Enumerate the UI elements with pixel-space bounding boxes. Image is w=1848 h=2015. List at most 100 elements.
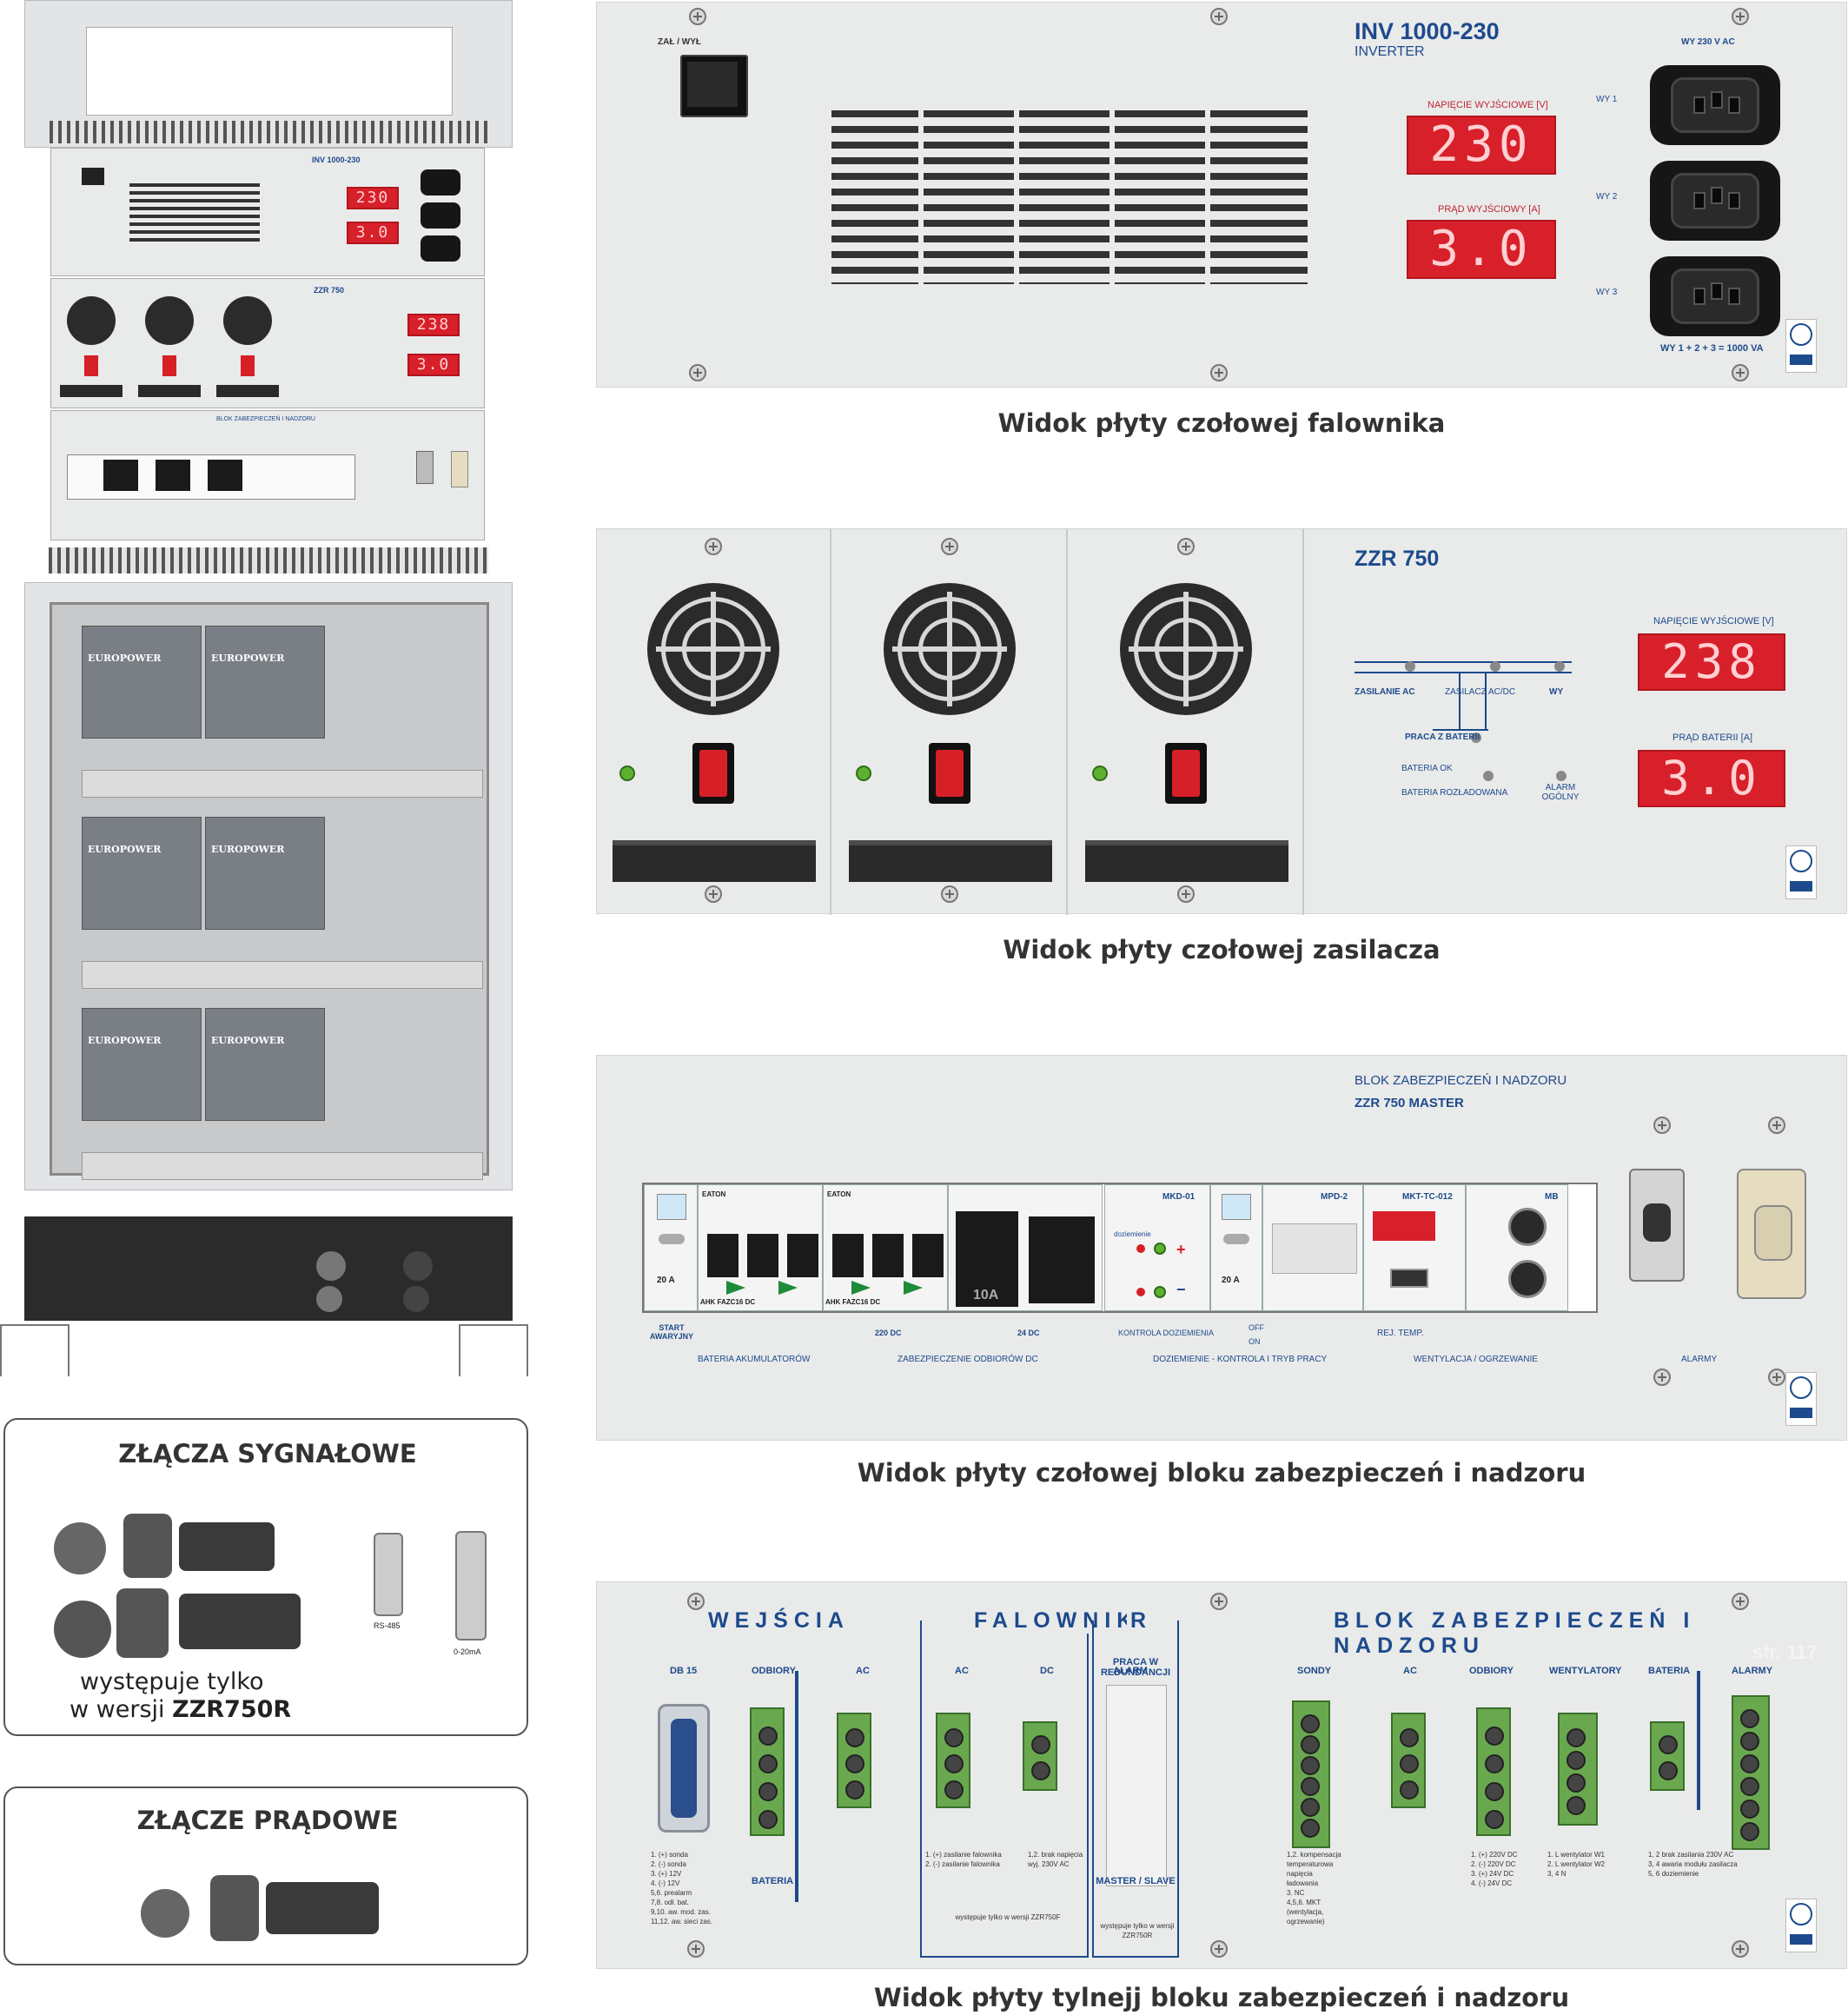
ma-label: 0-20mA: [454, 1647, 481, 1656]
terminal-ac[interactable]: [837, 1713, 871, 1808]
output-socket-2[interactable]: [1650, 161, 1780, 241]
psu-panel: ZZR 750 NAPIĘCIE WYJŚCIOWE [V] 238 PRĄD …: [596, 528, 1847, 915]
output-socket-3[interactable]: [1650, 256, 1780, 336]
dc220-label: 220 DC: [875, 1329, 902, 1337]
output-socket-1[interactable]: [1650, 65, 1780, 145]
col-odbiory: ODBIORY: [752, 1666, 796, 1676]
cabinet-base: [24, 1216, 513, 1321]
version-note-2: w wersji ZZR750R: [70, 1696, 292, 1723]
col-db15: DB 15: [670, 1666, 698, 1676]
signal-connectors-box: ZŁĄCZA SYGNAŁOWE RS-485 0-20mA występuje…: [3, 1418, 528, 1736]
mini-zzr-title: ZZR 750: [314, 286, 345, 295]
col-redundancja: PRACA W REDUNDANCJI: [1100, 1657, 1171, 1678]
falownik-box: [920, 1621, 1089, 1958]
inverter-title: INV 1000-230: [1355, 18, 1500, 44]
amp-label: 20 A: [657, 1276, 675, 1285]
mkt-module: MKT-TC-012: [1363, 1184, 1466, 1311]
bateria-label: BATERIA AKUMULATORÓW: [698, 1355, 811, 1364]
on-label: ON: [1249, 1337, 1261, 1346]
alarm-led: [1556, 771, 1566, 781]
col-odbiory-blk: ODBIORY: [1469, 1666, 1514, 1676]
alarm-toggle-2[interactable]: [1737, 1169, 1806, 1299]
fuse-holder: 10A: [948, 1184, 1103, 1311]
aux-switch-module: 20 A: [1210, 1184, 1262, 1311]
start-label: START AWARYJNY: [649, 1323, 694, 1341]
module-handle[interactable]: [613, 840, 816, 882]
protection-title-1: BLOK ZABEZPIECZEŃ I NADZORU: [1355, 1073, 1567, 1088]
terminal-odbiory[interactable]: [750, 1707, 785, 1836]
cabinet: INV 1000-230 230 3.0 ZZR 750 238 3.0 BLO…: [0, 0, 528, 1376]
battery: EUROPOWER: [82, 626, 202, 739]
went-desc: 1. L wentylator W1 2. L wentylator W2 3,…: [1547, 1851, 1605, 1878]
terminal-ac-fal[interactable]: [936, 1713, 970, 1808]
note-r: występuje tylko w wersji ZZR750R: [1100, 1922, 1175, 1939]
module-switch[interactable]: [1165, 743, 1207, 804]
terminal-dc-fal[interactable]: [1023, 1721, 1057, 1791]
thermostat-knob[interactable]: [1508, 1260, 1547, 1298]
mini-inv-voltage: 230: [347, 187, 399, 209]
systemy-zasilania-logo: [1785, 1372, 1817, 1426]
systemy-zasilania-logo: [1785, 319, 1817, 373]
r-box: [1092, 1621, 1179, 1958]
dc24-label: 24 DC: [1017, 1329, 1040, 1337]
terminal-odbiory-blk[interactable]: [1476, 1707, 1511, 1836]
psu-current-display: 3.0: [1638, 750, 1785, 807]
power-connector-box: ZŁĄCZE PRĄDOWE: [3, 1786, 528, 1965]
fan-icon: [1120, 583, 1252, 715]
usb-port[interactable]: [1390, 1269, 1428, 1288]
col-ac: AC: [856, 1666, 870, 1676]
odb-desc: 1. (+) 220V DC 2. (-) 220V DC 3. (+) 24V…: [1471, 1851, 1518, 1887]
wy2-label: WY 2: [1596, 192, 1618, 202]
rear-caption: Widok płyty tylnejj bloku zabezpieczeń i…: [873, 1983, 1570, 2012]
db15-connector[interactable]: [658, 1704, 710, 1833]
cabinet-psu-module: ZZR 750 238 3.0: [50, 278, 485, 408]
voltage-display: 230: [1407, 116, 1556, 175]
col-alarmy: ALARMY: [1732, 1666, 1773, 1676]
power-box-title: ZŁĄCZE PRĄDOWE: [136, 1806, 399, 1835]
eaton-breaker-group-2: EATON AHK FAZC16 DC: [823, 1184, 948, 1311]
systemy-zasilania-logo: [1785, 1899, 1817, 1952]
outputs-label: WY 230 V AC: [1681, 37, 1735, 47]
module-handle[interactable]: [1085, 840, 1288, 882]
module-handle[interactable]: [849, 840, 1052, 882]
rs485-connector: [374, 1533, 403, 1616]
mini-inv-current: 3.0: [347, 222, 399, 244]
blok-title: BLOK ZABEZPIECZEŃ I NADZORU: [1334, 1608, 1696, 1658]
status-led: [1092, 766, 1108, 781]
zasilacz-label: ZASILACZ AC/DC: [1445, 687, 1516, 697]
fal-desc: 1. (+) zasilanie falownika 2. (-) zasila…: [925, 1851, 1002, 1868]
terminal-alarmy[interactable]: [1732, 1695, 1770, 1850]
bateria-bottom: BATERIA: [752, 1876, 794, 1886]
col-ac-blk: AC: [1403, 1666, 1417, 1676]
module-switch[interactable]: [929, 743, 970, 804]
terminal-ac-blk[interactable]: [1391, 1713, 1426, 1808]
col-dc: DC: [1040, 1666, 1054, 1676]
wy3-label: WY 3: [1596, 288, 1618, 297]
battery: EUROPOWER: [82, 1008, 202, 1121]
power-switch[interactable]: [680, 55, 748, 117]
status-led: [856, 766, 871, 781]
battery: EUROPOWER: [205, 626, 325, 739]
eaton-breaker-group-1: EATON AHK FAZC16 DC: [698, 1184, 823, 1311]
total-power: WY 1 + 2 + 3 = 1000 VA: [1660, 343, 1764, 354]
terminal-sondy[interactable]: [1292, 1700, 1330, 1848]
terminal-wentylatory[interactable]: [1558, 1713, 1598, 1826]
alarm-toggle-1[interactable]: [1629, 1169, 1685, 1282]
protection-panel: BLOK ZABEZPIECZEŃ I NADZORU ZZR 750 MAST…: [596, 1055, 1847, 1441]
bateria-ok-label: BATERIA OK: [1401, 764, 1453, 773]
version-note-1: występuje tylko: [80, 1668, 264, 1695]
mini-zzr-voltage: 238: [407, 314, 460, 336]
signal-box-title: ZŁĄCZA SYGNAŁOWE: [118, 1439, 417, 1468]
fan-icon: [647, 583, 779, 715]
thermostat-knob[interactable]: [1508, 1208, 1547, 1246]
module-switch[interactable]: [692, 743, 734, 804]
ma-connector: [455, 1531, 487, 1641]
alarmy-desc: 1, 2 brak zasilania 230V AC 3, 4 awaria …: [1648, 1851, 1738, 1878]
vent-grille: [831, 110, 1308, 284]
rs485-label: RS-485: [374, 1621, 401, 1630]
psu-voltage-label: NAPIĘCIE WYJŚCIOWE [V]: [1653, 616, 1774, 626]
voltage-label: NAPIĘCIE WYJŚCIOWE [V]: [1427, 100, 1548, 110]
col-alarm: ALARM: [1113, 1666, 1148, 1676]
alarm-desc: 1,2. brak napięcia wyj. 230V AC: [1028, 1851, 1083, 1868]
terminal-bateria-blk[interactable]: [1650, 1721, 1685, 1791]
